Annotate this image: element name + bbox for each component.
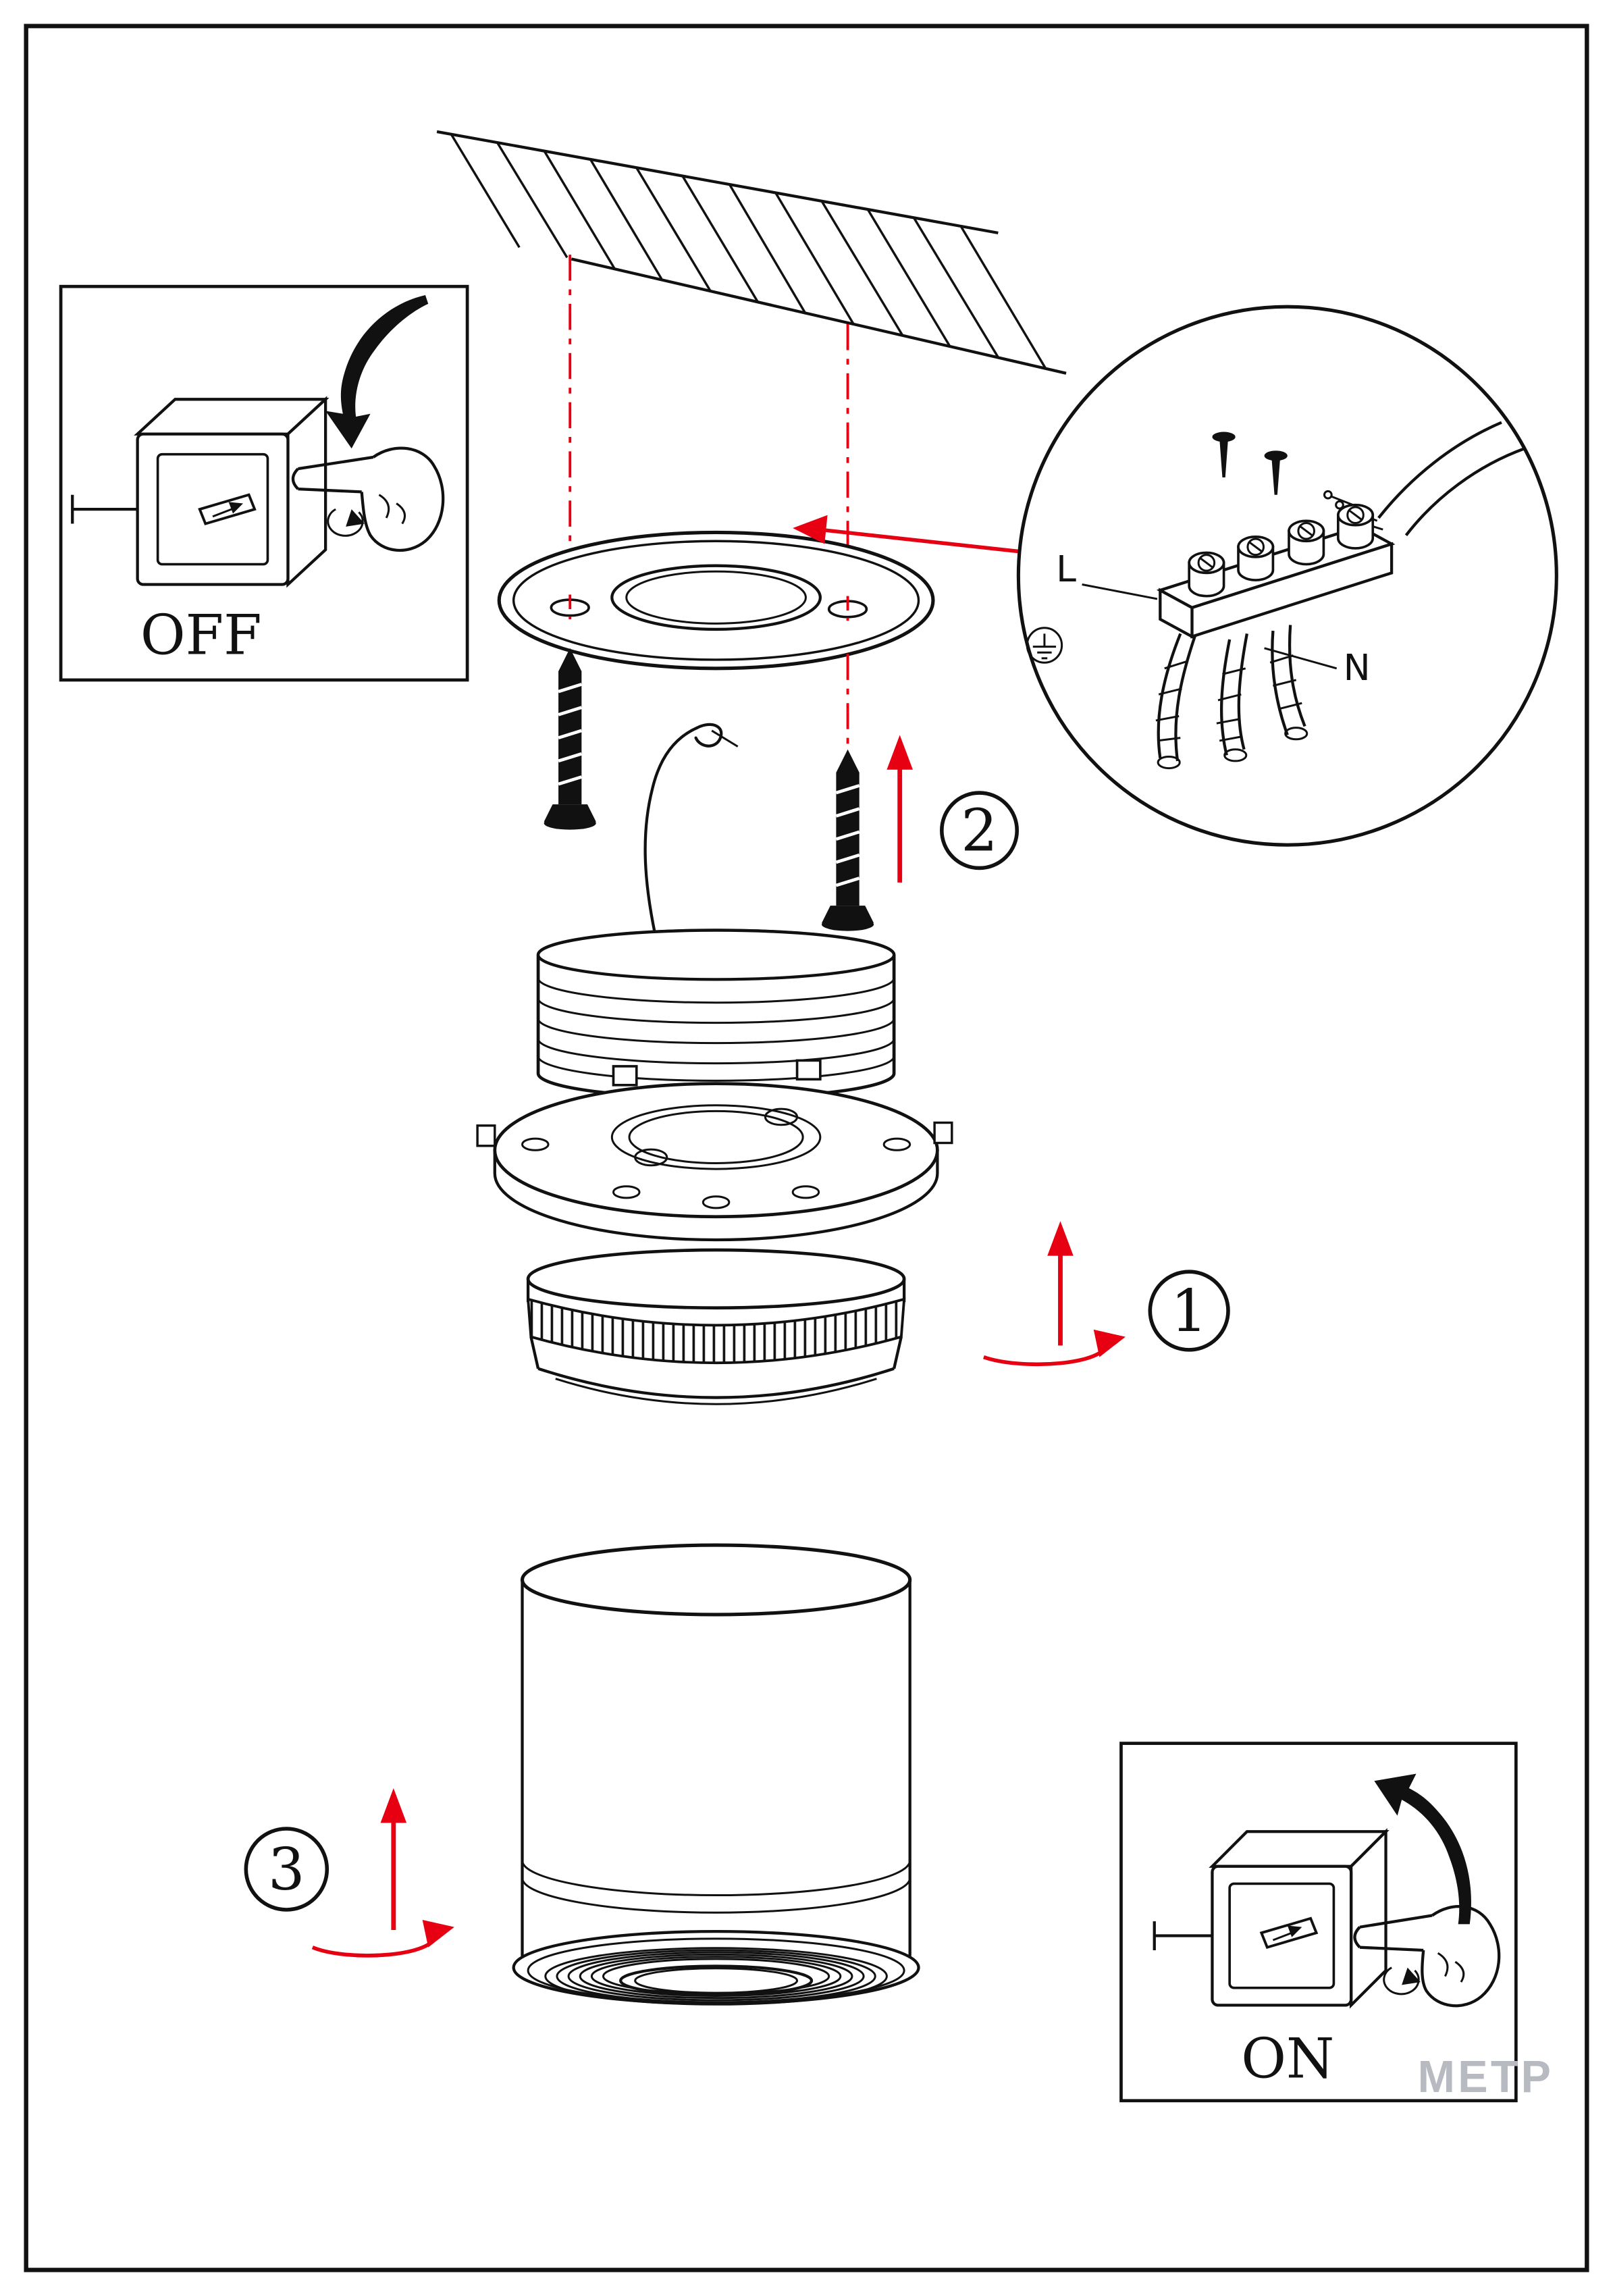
step-2-number: 2 bbox=[961, 798, 998, 865]
watermark: МЕТР bbox=[1418, 2052, 1554, 2102]
step-1-number: 1 bbox=[1171, 1278, 1208, 1345]
screw-right bbox=[821, 749, 874, 931]
fixture-wires bbox=[1155, 625, 1308, 770]
off-label: OFF bbox=[140, 603, 262, 667]
ceiling-hatch bbox=[450, 134, 1047, 370]
step-1-badge: 1 bbox=[1148, 1270, 1230, 1352]
loose-screw bbox=[1264, 450, 1288, 495]
step-2-up-arrow bbox=[887, 735, 913, 883]
shade-inner-ribs bbox=[544, 1947, 888, 2006]
neutral-label: N bbox=[1344, 646, 1371, 689]
callout-leader-arrow bbox=[793, 515, 1030, 555]
step-3-rotate-arrow bbox=[311, 1919, 454, 1958]
on-inset: ON bbox=[1119, 1742, 1518, 2103]
on-switch bbox=[1153, 1828, 1390, 2009]
centerlines bbox=[568, 255, 849, 552]
shade-cylinder bbox=[512, 1543, 920, 2006]
step-1-rotate-arrow bbox=[983, 1329, 1126, 1367]
ceiling-surface bbox=[436, 130, 1067, 375]
off-hand bbox=[291, 446, 445, 552]
step-1-up-arrow bbox=[1047, 1221, 1074, 1346]
loose-screw bbox=[1212, 432, 1236, 477]
on-label: ON bbox=[1241, 2027, 1334, 2091]
step-3-up-arrow bbox=[380, 1788, 407, 1930]
screw-left bbox=[544, 648, 596, 830]
wiring-detail-callout: L N bbox=[1016, 305, 1558, 847]
bayonet-slot bbox=[634, 1148, 668, 1167]
live-label: L bbox=[1056, 548, 1076, 590]
mounting-plate bbox=[476, 1059, 953, 1242]
on-hand bbox=[1353, 1905, 1501, 2008]
off-rotate-arrow bbox=[325, 295, 429, 449]
terminal-block bbox=[1156, 432, 1396, 640]
mounting-ring bbox=[497, 530, 935, 671]
bayonet-slot bbox=[764, 1107, 799, 1126]
fixture-wire bbox=[643, 723, 739, 957]
terminal bbox=[1188, 551, 1225, 598]
on-rotate-arrow bbox=[1374, 1773, 1471, 1925]
terminal bbox=[1288, 519, 1325, 566]
ground-icon bbox=[1026, 627, 1063, 664]
step-3-badge: 3 bbox=[244, 1827, 329, 1912]
terminal bbox=[1237, 536, 1275, 581]
step-3-number: 3 bbox=[268, 1836, 305, 1904]
off-switch bbox=[71, 396, 329, 588]
lamp-module bbox=[526, 1248, 906, 1405]
terminal bbox=[1337, 503, 1375, 550]
off-inset: OFF bbox=[59, 284, 469, 682]
heatsink-fins bbox=[536, 929, 896, 1100]
step-2-badge: 2 bbox=[940, 791, 1020, 870]
